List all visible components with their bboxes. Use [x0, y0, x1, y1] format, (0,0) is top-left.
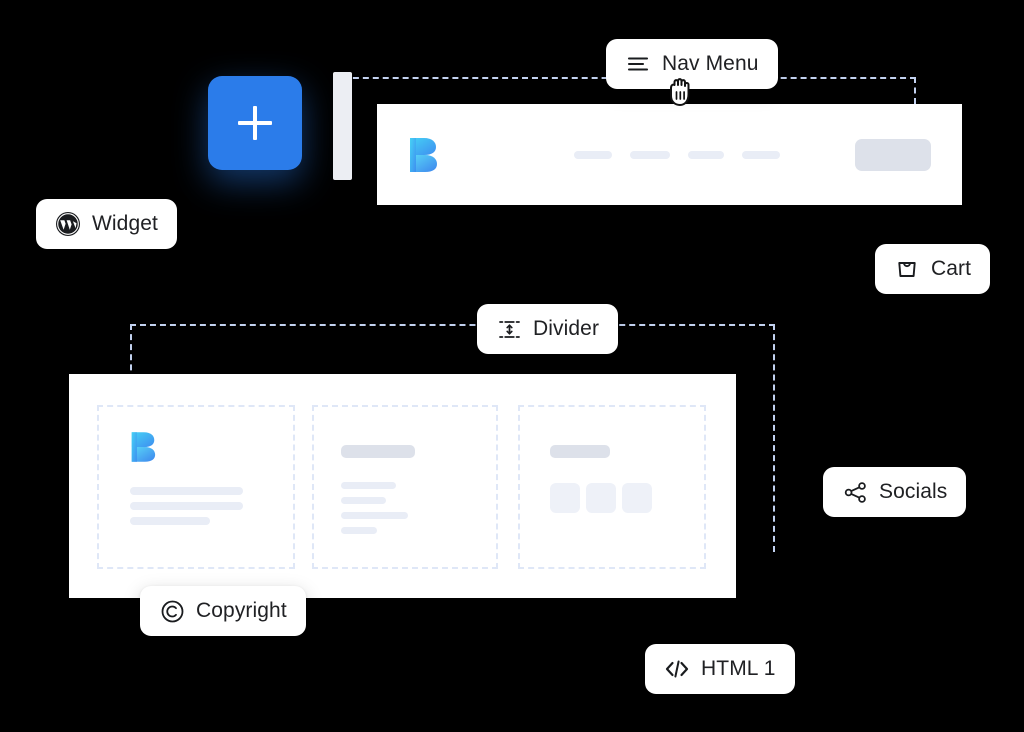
nav-placeholder-item[interactable] — [688, 151, 724, 159]
link-placeholder-line[interactable] — [341, 497, 386, 504]
footer-column-links[interactable] — [312, 405, 498, 569]
share-nodes-icon — [842, 479, 868, 505]
label-widget[interactable]: Widget — [36, 199, 177, 249]
brand-b-logo — [408, 137, 438, 173]
label-cart[interactable]: Cart — [875, 244, 991, 294]
divider-icon — [496, 316, 522, 342]
column-heading-placeholder — [550, 445, 610, 458]
link-placeholder-line[interactable] — [341, 512, 408, 519]
link-placeholder-line[interactable] — [341, 527, 377, 534]
text-placeholder-line — [130, 487, 243, 495]
nav-placeholder-item[interactable] — [630, 151, 670, 159]
text-placeholder-line — [130, 502, 243, 510]
shopping-bag-icon — [894, 256, 920, 282]
wordpress-icon — [55, 211, 81, 237]
social-icon-placeholder[interactable] — [550, 483, 580, 513]
brand-b-logo-svg — [131, 432, 156, 462]
social-icon-placeholder[interactable] — [586, 483, 616, 513]
label-copyright[interactable]: Copyright — [140, 586, 306, 636]
brand-b-logo-svg — [410, 137, 437, 172]
code-icon — [664, 656, 690, 682]
label-text: Copyright — [196, 599, 287, 622]
link-placeholder-line[interactable] — [341, 482, 396, 489]
copyright-icon — [159, 598, 185, 624]
label-divider[interactable]: Divider — [477, 304, 619, 354]
nav-placeholder-item[interactable] — [742, 151, 780, 159]
nav-placeholder-group — [574, 151, 780, 159]
nav-placeholder-item[interactable] — [574, 151, 612, 159]
label-text: Widget — [92, 212, 158, 235]
plus-icon-vertical — [253, 106, 257, 140]
grab-hand-cursor — [664, 74, 698, 112]
label-text: Divider — [533, 317, 600, 340]
header-block-preview[interactable] — [377, 104, 962, 205]
label-html-1[interactable]: HTML 1 — [645, 644, 795, 694]
menu-icon — [625, 51, 651, 77]
label-text: Nav Menu — [662, 52, 759, 75]
label-socials[interactable]: Socials — [823, 467, 967, 517]
add-block-button[interactable] — [208, 76, 302, 170]
text-placeholder-line — [130, 517, 210, 525]
label-text: Cart — [931, 257, 972, 280]
footer-column-social[interactable] — [518, 405, 706, 569]
drop-placeholder — [333, 72, 352, 180]
header-cta-placeholder[interactable] — [855, 139, 931, 171]
social-icon-placeholder[interactable] — [622, 483, 652, 513]
footer-column-brand[interactable] — [97, 405, 295, 569]
label-text: HTML 1 — [701, 657, 776, 680]
column-heading-placeholder — [341, 445, 415, 458]
label-nav-menu[interactable]: Nav Menu — [606, 39, 778, 89]
label-text: Socials — [879, 480, 948, 503]
brand-b-logo — [130, 431, 156, 468]
